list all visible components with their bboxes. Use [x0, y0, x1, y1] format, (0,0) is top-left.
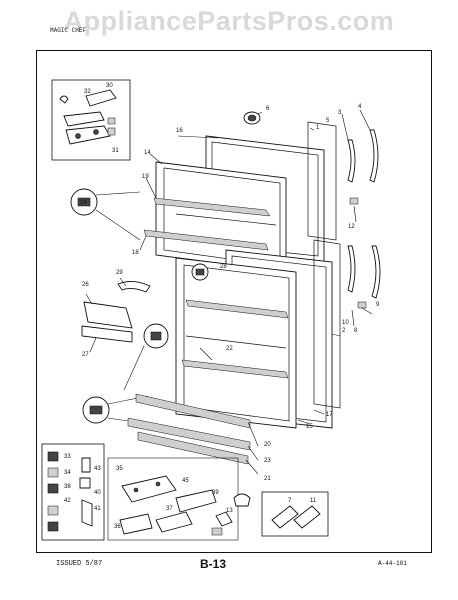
lower-hinge-assembly [107, 457, 239, 541]
callout-43: 43 [94, 466, 101, 472]
callout-5: 5 [326, 118, 330, 124]
leader-lines [85, 109, 373, 475]
cam-detail-28 [191, 263, 209, 281]
callout-35: 35 [116, 466, 123, 472]
callout-2: 2 [342, 328, 346, 334]
cams-39-13 [211, 493, 251, 536]
cam-detail-24-lower [82, 395, 149, 425]
callout-29: 29 [116, 270, 123, 276]
handle-parts [347, 129, 381, 309]
callout-22: 22 [226, 346, 233, 352]
fresh-food-door [175, 249, 333, 429]
shelf-19-part [153, 197, 271, 217]
hardware-inset [41, 443, 105, 541]
callout-45: 45 [182, 478, 189, 484]
callout-14: 14 [144, 150, 151, 156]
callout-10: 10 [342, 320, 349, 326]
diagram-border [36, 50, 432, 553]
callout-23: 23 [264, 458, 271, 464]
callout-38: 38 [64, 484, 71, 490]
callout-12: 12 [348, 224, 355, 230]
butter-bin-26-part [83, 301, 133, 329]
callout-28: 28 [220, 264, 227, 270]
callout-7: 7 [288, 498, 292, 504]
cam-detail-24-middle [123, 323, 169, 391]
callout-30: 30 [106, 83, 113, 89]
callout-27: 27 [82, 352, 89, 358]
callout-9: 9 [376, 302, 380, 308]
callout-18: 18 [132, 250, 139, 256]
callout-39: 39 [212, 490, 219, 496]
callout-labels: 1 2 3 4 5 6 7 8 9 10 11 12 13 14 15 16 1… [64, 83, 380, 530]
callout-40: 40 [94, 490, 101, 496]
shim-plate-part [63, 111, 105, 127]
parts-diagram: 1 2 3 4 5 6 7 8 9 10 11 12 13 14 15 16 1… [36, 50, 432, 553]
callout-31: 31 [112, 148, 119, 154]
callout-13: 13 [226, 508, 233, 514]
callout-42: 42 [64, 498, 71, 504]
callout-33: 33 [64, 454, 71, 460]
butter-compartment [81, 281, 151, 343]
callout-19: 19 [142, 174, 149, 180]
callout-17: 17 [326, 412, 333, 418]
callout-1: 1 [316, 125, 320, 131]
hinge-inset [51, 79, 131, 161]
hinge-29-part [117, 281, 151, 293]
callout-11: 11 [310, 498, 317, 504]
gasket-2-part [313, 239, 341, 409]
butter-door-27-part [81, 325, 133, 343]
watermark: AppliancePartsPros.com [63, 6, 395, 36]
bracket-37-part [155, 511, 193, 533]
header-model: MAGIC CHEF [50, 27, 87, 34]
callout-16: 16 [176, 128, 183, 134]
gasket-1-part [307, 121, 337, 241]
inset-7-11 [261, 491, 329, 537]
footer-issued: ISSUED 5/87 [56, 560, 103, 568]
bracket-45-part [175, 489, 217, 513]
hinge-30-part [85, 89, 117, 107]
callout-4: 4 [358, 104, 362, 110]
cam-detail-24-upper [70, 188, 141, 241]
plug-6-part [243, 111, 261, 125]
callout-41: 41 [94, 506, 101, 512]
callout-36: 36 [114, 524, 121, 530]
callout-3: 3 [338, 110, 342, 116]
hinge-35-part [121, 475, 177, 503]
shelf-18-part [143, 229, 269, 251]
callout-21: 21 [264, 476, 271, 482]
callout-6: 6 [266, 106, 270, 112]
cap-33-part [107, 127, 116, 136]
callout-15: 15 [306, 424, 313, 430]
callout-34: 34 [64, 470, 71, 476]
hinge-plate-31-part [65, 125, 111, 145]
footer-page-number: B-13 [200, 557, 227, 571]
callout-20: 20 [264, 442, 271, 448]
callout-37: 37 [166, 506, 173, 512]
plate-36-part [119, 513, 153, 535]
callout-8: 8 [354, 328, 358, 334]
callout-24: 24 [80, 200, 87, 206]
bushing-34-part [107, 117, 116, 125]
freezer-door [143, 135, 325, 273]
callout-26: 26 [82, 282, 89, 288]
footer-code: A-44-101 [378, 560, 407, 567]
breaker-strips [127, 393, 251, 465]
screw-32-part [59, 95, 69, 104]
callout-32: 32 [84, 89, 91, 95]
